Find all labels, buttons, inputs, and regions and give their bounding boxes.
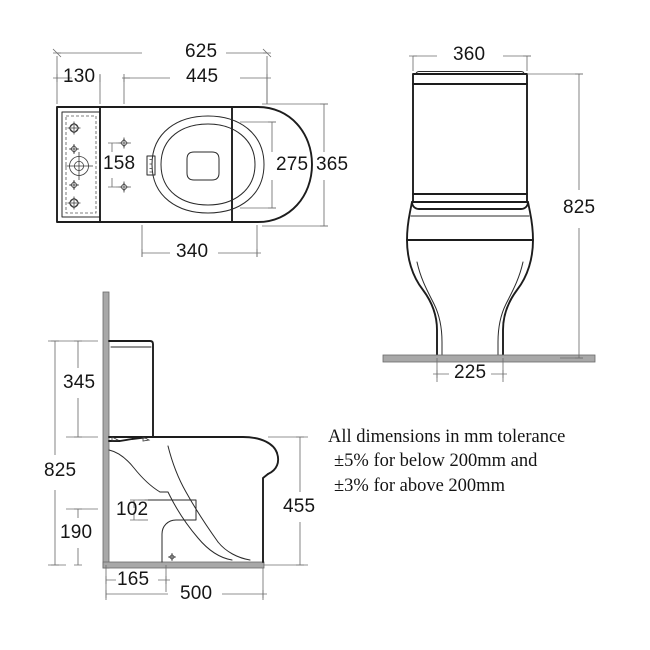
dim-side-trap-height: 102 bbox=[116, 499, 149, 520]
dim-front-foot-width: 225 bbox=[454, 362, 487, 383]
dim-plan-cistern-depth: 130 bbox=[63, 66, 96, 87]
dim-front-overall-height: 825 bbox=[563, 197, 596, 218]
dim-plan-hinge-centres: 158 bbox=[103, 153, 136, 174]
plan-view-dimensions bbox=[52, 48, 328, 257]
side-view-dimensions bbox=[48, 340, 308, 600]
dim-plan-overall-width: 365 bbox=[316, 154, 349, 175]
side-floor-line bbox=[102, 561, 265, 569]
dim-plan-bowl-width: 275 bbox=[276, 154, 309, 175]
side-view-geometry bbox=[102, 291, 280, 569]
dim-side-setback: 165 bbox=[117, 569, 150, 590]
trap-bolt-mark bbox=[168, 553, 176, 561]
dim-side-plinth-height: 190 bbox=[60, 522, 93, 543]
cistern-hole-marks bbox=[65, 121, 93, 210]
side-wall-line bbox=[102, 291, 110, 569]
plan-view-geometry bbox=[56, 106, 313, 223]
dim-front-cistern-width: 360 bbox=[453, 44, 486, 65]
dim-side-overall-height: 825 bbox=[44, 460, 77, 481]
tolerance-note: All dimensions in mm tolerance ±5% for b… bbox=[328, 425, 565, 498]
dim-side-seat-height: 455 bbox=[283, 496, 316, 517]
tolerance-note-line-3: ±3% for above 200mm bbox=[334, 475, 505, 496]
tolerance-note-line-1: All dimensions in mm tolerance bbox=[328, 427, 566, 447]
front-view-geometry bbox=[382, 71, 596, 363]
front-view-dimensions bbox=[409, 55, 583, 382]
dim-plan-bowl-projection: 340 bbox=[176, 241, 209, 262]
dim-side-cistern-height: 345 bbox=[63, 372, 96, 393]
dim-plan-overall-length: 625 bbox=[185, 41, 218, 62]
front-floor-line bbox=[382, 354, 596, 363]
dim-plan-bowl-length: 445 bbox=[186, 66, 219, 87]
dim-side-projection: 500 bbox=[180, 583, 213, 604]
tolerance-note-line-2: ±5% for below 200mm and bbox=[334, 451, 538, 472]
